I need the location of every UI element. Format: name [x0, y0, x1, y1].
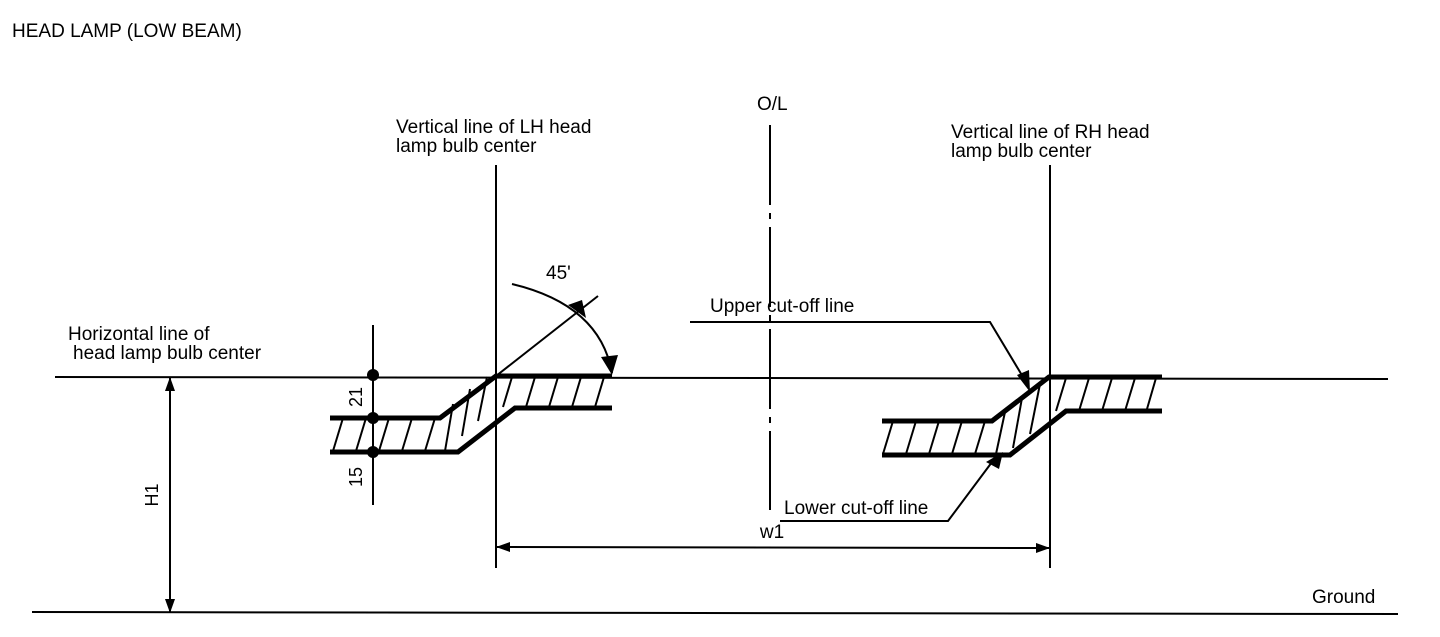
dimension-point-bottom — [367, 446, 379, 458]
rh-upper-cutoff-boundary — [882, 374, 1162, 424]
lower-cutoff-label: Lower cut-off line — [784, 498, 928, 519]
lh-line-label-line2: lamp bulb center — [396, 136, 537, 157]
dimension-point-middle — [367, 412, 379, 424]
horizontal-center-line — [54, 376, 1389, 380]
ground-label: Ground — [1312, 587, 1375, 608]
lh-lower-cutoff-boundary — [330, 405, 612, 455]
upper-cutoff-arrowhead — [1017, 370, 1030, 392]
rh-lower-cutoff-boundary — [882, 408, 1162, 458]
w1-label: w1 — [759, 522, 784, 543]
horizontal-line-label-line2: head lamp bulb center — [73, 343, 262, 364]
ground-line — [31, 611, 1399, 615]
diagram-title: HEAD LAMP (LOW BEAM) — [12, 21, 242, 42]
upper-cutoff-label: Upper cut-off line — [710, 296, 854, 317]
lower-cutoff-arrowhead — [986, 452, 1003, 469]
w1-dimension-arrow — [496, 542, 1050, 553]
dimension-point-top — [367, 369, 379, 381]
dimension-21-label: 21 — [346, 387, 366, 407]
angle-arrowhead-upper — [568, 300, 586, 318]
rh-hatch-pattern — [882, 377, 1157, 455]
upper-cutoff-leader — [690, 321, 1027, 383]
rh-line-label-line2: lamp bulb center — [951, 141, 1092, 162]
ol-label: O/L — [757, 94, 788, 115]
rh-line-label-line1: Vertical line of RH head — [951, 122, 1150, 143]
lower-cutoff-leader — [780, 457, 996, 522]
angle-arrowhead-lower — [601, 355, 618, 375]
horizontal-line-label-line1: Horizontal line of — [68, 324, 210, 345]
lh-upper-cutoff-boundary — [330, 373, 612, 421]
angle-45-label: 45' — [546, 263, 571, 284]
h1-label: H1 — [142, 483, 162, 506]
lh-line-label-line1: Vertical line of LH head — [396, 117, 591, 138]
dimension-15-label: 15 — [346, 467, 366, 487]
